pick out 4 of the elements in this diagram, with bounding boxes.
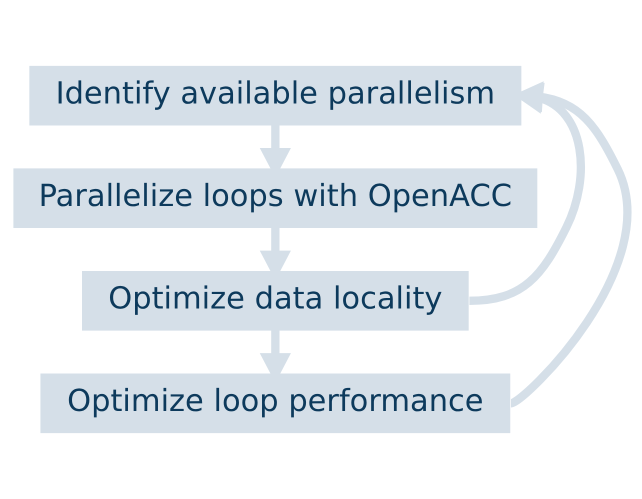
- node-box: Optimize loop performance: [40, 374, 510, 434]
- node-box: Parallelize loops with OpenACC: [13, 168, 538, 228]
- node-box: Identify available parallelism: [29, 66, 522, 126]
- node-box: Optimize data locality: [82, 270, 469, 331]
